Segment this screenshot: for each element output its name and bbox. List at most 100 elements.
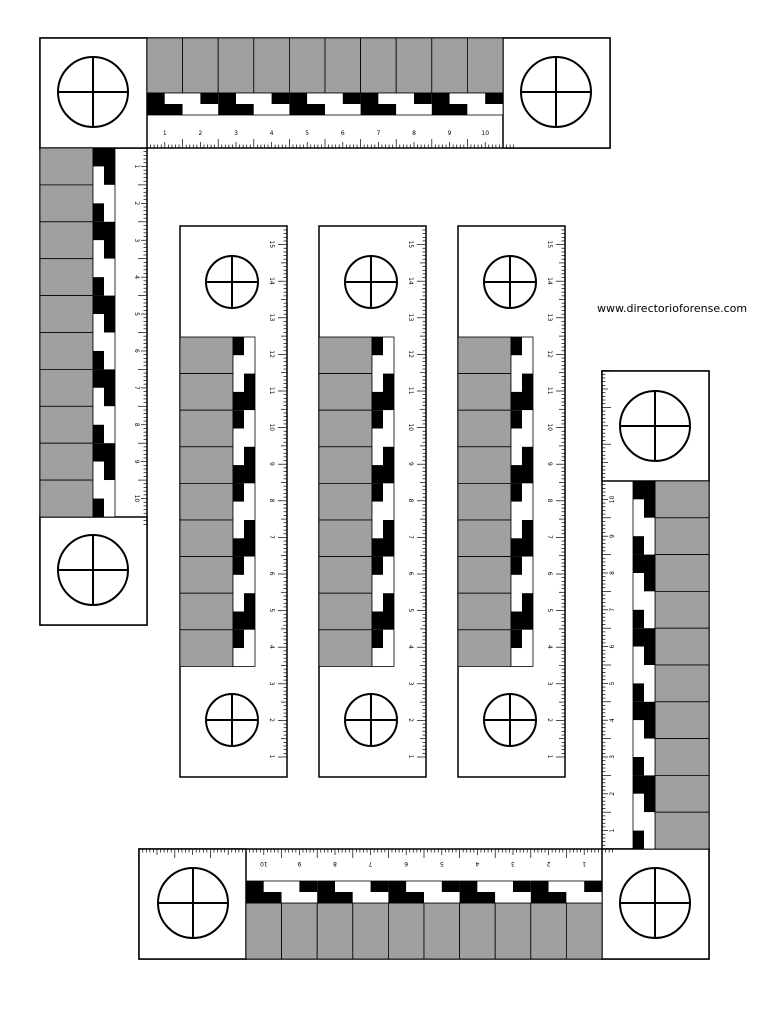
checker-cell bbox=[633, 536, 644, 555]
checker-cell bbox=[372, 428, 383, 447]
scale-number: 1 bbox=[133, 165, 140, 169]
checker-cell bbox=[335, 881, 353, 892]
gray-patch bbox=[654, 554, 710, 592]
checker-cell bbox=[566, 881, 585, 892]
scale-number: 6 bbox=[404, 860, 408, 867]
checker-cell bbox=[93, 314, 104, 333]
gray-patch bbox=[39, 479, 94, 518]
checker-cell bbox=[511, 611, 522, 630]
checker-bar bbox=[146, 92, 504, 116]
checker-cell bbox=[281, 892, 318, 903]
gray-patch bbox=[654, 480, 710, 519]
scale-number: 10 bbox=[609, 495, 616, 503]
checker-cell bbox=[511, 593, 522, 612]
gray-patch bbox=[318, 336, 373, 374]
checker-cell bbox=[495, 881, 513, 892]
checker-bar bbox=[632, 480, 656, 850]
scale-number: 4 bbox=[546, 645, 553, 649]
checker-cell bbox=[93, 424, 104, 444]
checker-cell bbox=[396, 93, 414, 104]
scale-number: 1 bbox=[609, 829, 616, 833]
gray-patch bbox=[318, 373, 373, 411]
checker-cell bbox=[93, 240, 104, 259]
scale-number: 5 bbox=[440, 860, 444, 867]
scale-number: 13 bbox=[407, 314, 414, 322]
checker-cell bbox=[233, 337, 244, 356]
checker-cell bbox=[511, 373, 522, 392]
checker-cell bbox=[522, 556, 533, 594]
checker-cell bbox=[104, 480, 115, 517]
checker-cell bbox=[244, 373, 255, 411]
gray-patch bbox=[182, 37, 219, 94]
gray-patch bbox=[654, 775, 710, 813]
checker-cell bbox=[104, 148, 115, 185]
checker-cell bbox=[317, 892, 353, 903]
checker-cell bbox=[104, 258, 115, 296]
checker-cell bbox=[477, 881, 496, 892]
checker-cell bbox=[93, 277, 104, 296]
checker-cell bbox=[244, 593, 255, 630]
checker-cell bbox=[383, 373, 394, 411]
gray-patch bbox=[654, 664, 710, 703]
gray-patch bbox=[39, 221, 94, 260]
scale-number: 4 bbox=[268, 645, 275, 649]
scale-number: 7 bbox=[546, 535, 553, 539]
gray-patch bbox=[566, 902, 603, 960]
scale-number: 10 bbox=[268, 423, 275, 431]
gray-patch bbox=[179, 409, 234, 448]
checker-cell bbox=[372, 611, 383, 630]
checker-cell bbox=[644, 554, 655, 592]
scale-number: 7 bbox=[609, 608, 616, 612]
gray-patch bbox=[395, 37, 433, 94]
gray-patch bbox=[530, 902, 567, 960]
gray-patch bbox=[318, 556, 373, 594]
scale-number: 7 bbox=[133, 386, 140, 390]
checker-cell bbox=[522, 337, 533, 374]
scale-number: 12 bbox=[268, 350, 275, 358]
scale-number: 9 bbox=[407, 462, 414, 466]
checker-cell bbox=[93, 387, 104, 407]
checker-cell bbox=[244, 410, 255, 447]
checker-cell bbox=[281, 881, 300, 892]
scale-number: 6 bbox=[407, 572, 414, 576]
scale-number: 9 bbox=[609, 534, 616, 538]
scale-number: 3 bbox=[234, 130, 238, 137]
gray-patch bbox=[654, 517, 710, 555]
checker-cell bbox=[511, 574, 522, 594]
checker-cell bbox=[289, 93, 308, 104]
gray-patch bbox=[179, 519, 234, 557]
checker-cell bbox=[511, 391, 522, 411]
checker-cell bbox=[644, 628, 655, 665]
scale-number: 12 bbox=[546, 350, 553, 358]
scale-number: 5 bbox=[305, 130, 309, 137]
checker-cell bbox=[383, 337, 394, 374]
checker-cell bbox=[93, 461, 104, 481]
crosshair-target-icon bbox=[483, 693, 537, 747]
checker-cell bbox=[372, 483, 383, 502]
scale-number: 4 bbox=[609, 718, 616, 722]
checker-cell bbox=[522, 446, 533, 484]
scale-number: 8 bbox=[333, 860, 337, 867]
gray-patch bbox=[494, 902, 532, 960]
gray-patch bbox=[39, 332, 94, 370]
checker-cell bbox=[233, 574, 244, 594]
scale-number: 5 bbox=[407, 608, 414, 612]
checker-cell bbox=[522, 410, 533, 447]
gray-patch-column bbox=[39, 147, 94, 518]
scale-number: 3 bbox=[268, 682, 275, 686]
checker-cell bbox=[644, 591, 655, 629]
scale-number: 14 bbox=[407, 277, 414, 285]
scale-number: 6 bbox=[609, 645, 616, 649]
checker-cell bbox=[372, 465, 383, 484]
checker-cell bbox=[511, 483, 522, 502]
checker-cell bbox=[511, 337, 522, 356]
mm-tick-column bbox=[417, 229, 426, 758]
checker-cell bbox=[530, 881, 549, 892]
checker-cell bbox=[388, 892, 424, 903]
checker-cell bbox=[372, 593, 383, 612]
checker-cell bbox=[388, 881, 407, 892]
checker-cell bbox=[289, 104, 325, 115]
scale-number: 14 bbox=[546, 277, 553, 285]
checker-cell bbox=[633, 481, 644, 500]
